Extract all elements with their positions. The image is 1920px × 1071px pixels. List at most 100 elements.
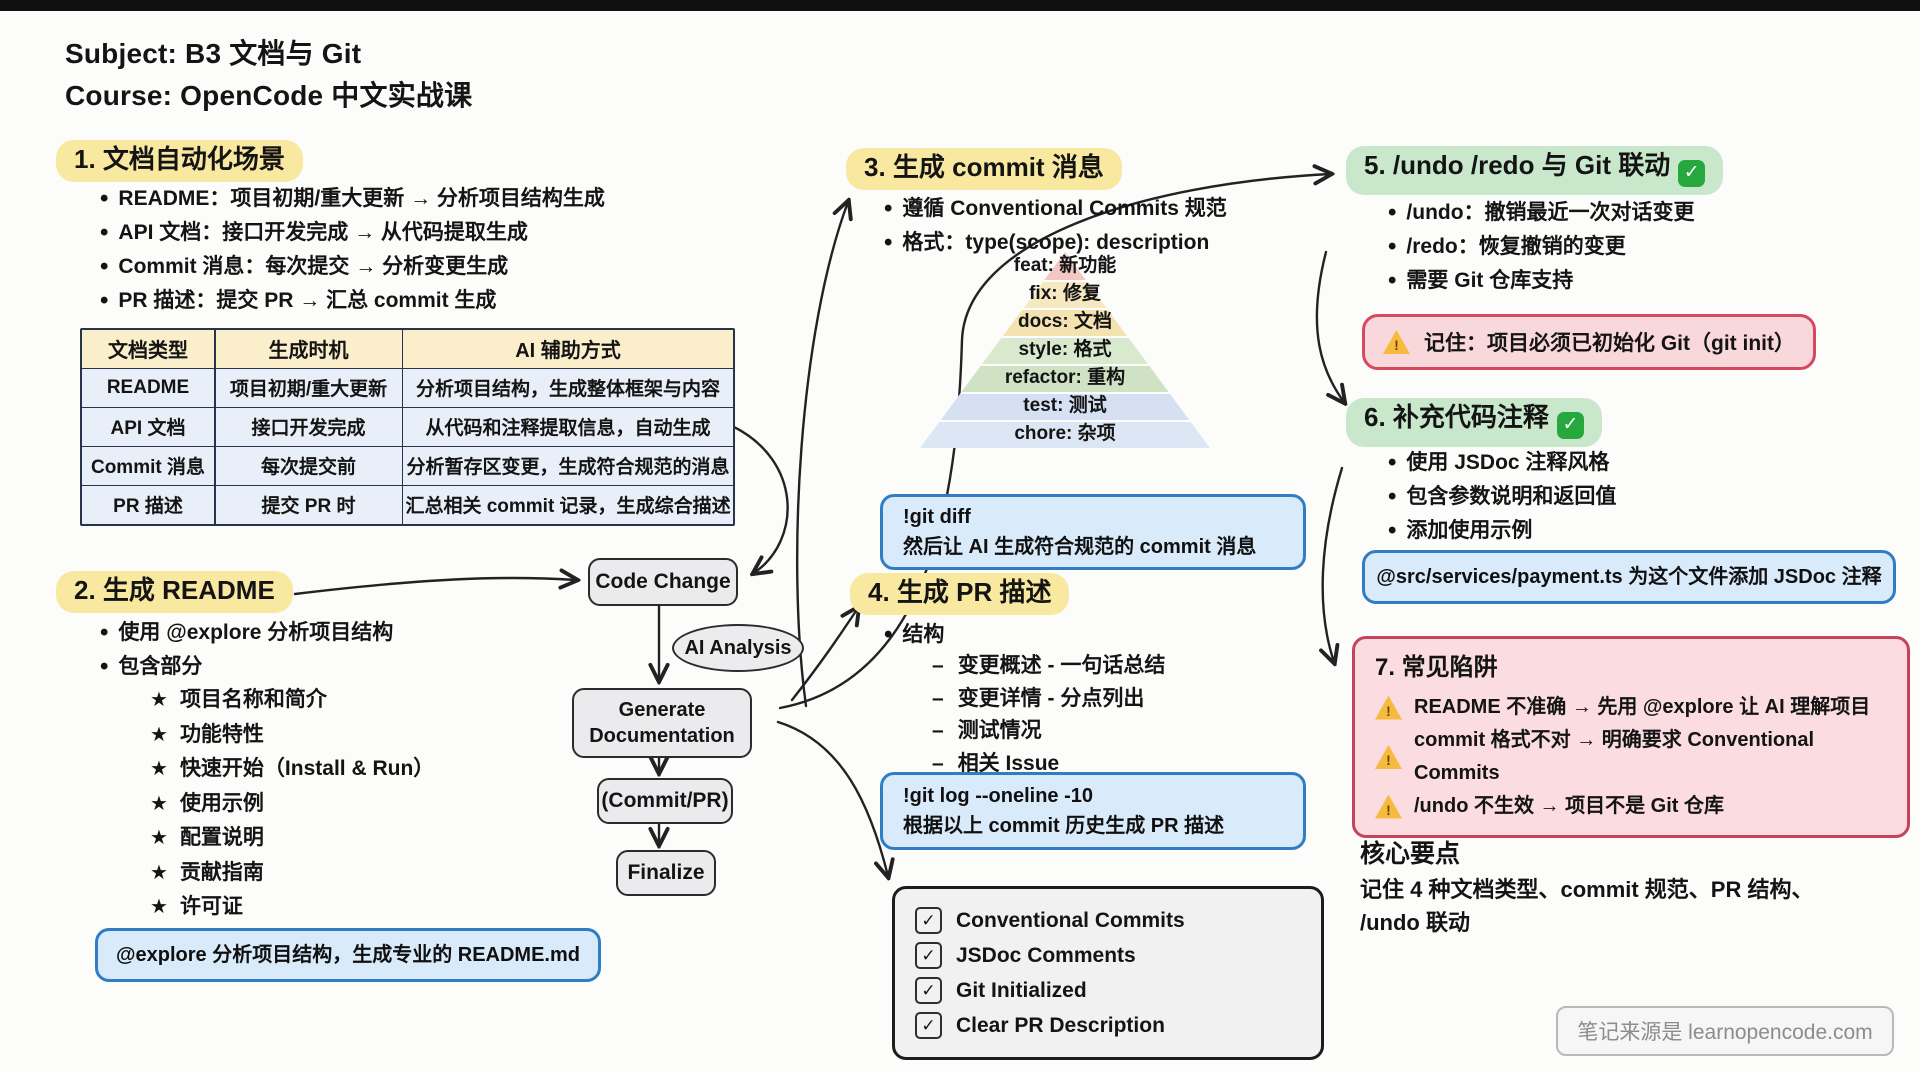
top-black-bar (0, 0, 1920, 11)
list-item: 许可证 (150, 890, 434, 925)
list-item: 使用示例 (150, 787, 434, 822)
keypoints-text: /undo 联动 (1360, 910, 1470, 935)
commit-type-pyramid: feat: 新功能 fix: 修复 docs: 文档 style: 格式 ref… (920, 252, 1210, 448)
pitfall-item: README 不准确 → 先用 @explore 让 AI 理解项目 (1375, 691, 1887, 724)
bullet-icon (100, 250, 108, 284)
checklist-item: ✓JSDoc Comments (915, 938, 1301, 973)
table-cell: 项目初期/重大更新 (215, 369, 402, 407)
bullet-icon (1388, 264, 1396, 298)
bullet-icon (100, 182, 108, 216)
pitfall-item: commit 格式不对 → 明确要求 Conventional Commits (1375, 724, 1887, 790)
bullet-icon (884, 192, 892, 226)
table-header-cell: 生成时机 (215, 330, 402, 368)
section1-title: 1. 文档自动化场景 (56, 140, 303, 182)
list-item: /redo：恢复撤销的变更 (1388, 230, 1695, 264)
table-cell: 从代码和注释提取信息，自动生成 (403, 408, 733, 446)
commit-prompt-box: !git diff 然后让 AI 生成符合规范的 commit 消息 (880, 494, 1306, 570)
list-item: 结构 (884, 618, 944, 652)
star-icon (150, 683, 168, 718)
ai-analysis-ellipse: AI Analysis (672, 624, 804, 672)
checklist-item: ✓Git Initialized (915, 973, 1301, 1008)
flow-node-code-change: Code Change (588, 558, 738, 606)
bullet-icon (1388, 230, 1396, 264)
table-cell: 每次提交前 (215, 447, 402, 485)
bullet-icon (100, 650, 108, 684)
list-item: 项目名称和简介 (150, 683, 434, 718)
pyramid-level-label: docs: 文档 (1018, 311, 1112, 332)
table-cell: Commit 消息 (82, 447, 214, 485)
dash-icon (932, 683, 944, 716)
list-item: 变更详情 - 分点列出 (932, 683, 1165, 716)
table-header-cell: 文档类型 (82, 330, 214, 368)
list-item: /undo：撤销最近一次对话变更 (1388, 196, 1694, 230)
table-cell: 汇总相关 commit 记录，生成综合描述 (403, 486, 733, 524)
section5-title: 5. /undo /redo 与 Git 联动✓ (1346, 146, 1724, 195)
table-cell: 分析项目结构，生成整体框架与内容 (403, 369, 733, 407)
list-item: 添加使用示例 (1388, 514, 1616, 548)
pyramid-level-label: chore: 杂项 (1014, 423, 1116, 444)
doc-types-table: 文档类型 生成时机 AI 辅助方式 README 项目初期/重大更新 分析项目结… (80, 328, 735, 526)
checklist-box: ✓Conventional Commits ✓JSDoc Comments ✓G… (892, 886, 1324, 1060)
list-item: Commit 消息：每次提交 → 分析变更生成 (100, 250, 605, 284)
checkbox-icon: ✓ (915, 907, 942, 934)
bullet-icon (100, 216, 108, 250)
bullet-icon (884, 226, 892, 260)
section6-title: 6. 补充代码注释✓ (1346, 398, 1602, 447)
pyramid-band (920, 420, 1210, 448)
list-item: 包含参数说明和返回值 (1388, 480, 1616, 514)
checklist-item: ✓Conventional Commits (915, 903, 1301, 938)
list-item: 使用 @explore 分析项目结构 (100, 616, 393, 650)
star-icon (150, 821, 168, 856)
pyramid-level-label: style: 格式 (1018, 339, 1112, 360)
check-emoji-icon: ✓ (1556, 411, 1584, 439)
star-icon (150, 787, 168, 822)
bullet-icon (1388, 480, 1396, 514)
warning-triangle-icon (1375, 745, 1402, 769)
pyramid-level-label: feat: 新功能 (1013, 255, 1117, 276)
star-icon (150, 890, 168, 925)
subject-title: Subject: B3 文档与 Git (65, 38, 362, 69)
table-cell: 接口开发完成 (215, 408, 402, 446)
pr-prompt-box: !git log --oneline -10 根据以上 commit 历史生成 … (880, 772, 1306, 850)
check-emoji-icon: ✓ (1678, 159, 1706, 187)
table-cell: 分析暂存区变更，生成符合规范的消息 (403, 447, 733, 485)
dash-icon (932, 650, 944, 683)
star-icon (150, 718, 168, 753)
table-cell: API 文档 (82, 408, 214, 446)
readme-prompt-box: @explore 分析项目结构，生成专业的 README.md (95, 928, 601, 982)
star-icon (150, 856, 168, 891)
bullet-icon (100, 616, 108, 650)
bullet-icon (1388, 196, 1396, 230)
checkbox-icon: ✓ (915, 1012, 942, 1039)
list-item: 功能特性 (150, 718, 434, 753)
flow-node-finalize: Finalize (616, 850, 716, 896)
bullet-icon (884, 618, 892, 652)
pitfall-item: /undo 不生效 → 项目不是 Git 仓库 (1375, 790, 1887, 823)
list-item: PR 描述：提交 PR → 汇总 commit 生成 (100, 284, 605, 318)
table-cell: 提交 PR 时 (215, 486, 402, 524)
list-item: 格式：type(scope): description (884, 226, 1227, 260)
warning-triangle-icon (1375, 794, 1402, 819)
bullet-icon (100, 284, 108, 318)
flow-node-commit-pr: (Commit/PR) (597, 778, 733, 824)
list-item: 需要 Git 仓库支持 (1388, 264, 1695, 298)
pyramid-level-label: fix: 修复 (1029, 283, 1101, 304)
warning-triangle-icon (1375, 695, 1402, 720)
bullet-icon (1388, 514, 1396, 548)
table-cell: README (82, 369, 214, 407)
course-title: Course: OpenCode 中文实战课 (65, 80, 473, 111)
section4-title: 4. 生成 PR 描述 (850, 573, 1070, 615)
checkbox-icon: ✓ (915, 977, 942, 1004)
watermark-badge: 笔记来源是 learnopencode.com (1556, 1006, 1894, 1056)
list-item: 变更概述 - 一句话总结 (932, 650, 1166, 683)
list-item: 配置说明 (150, 821, 434, 856)
dash-icon (932, 715, 944, 748)
warning-triangle-icon (1383, 330, 1410, 354)
list-item: 快速开始（Install & Run） (150, 752, 434, 787)
section3-title: 3. 生成 commit 消息 (846, 148, 1122, 190)
jsdoc-prompt-box: @src/services/payment.ts 为这个文件添加 JSDoc 注… (1362, 550, 1896, 604)
section7-title: 7. 常见陷阱 (1375, 654, 1498, 681)
pyramid-band (920, 392, 1210, 420)
